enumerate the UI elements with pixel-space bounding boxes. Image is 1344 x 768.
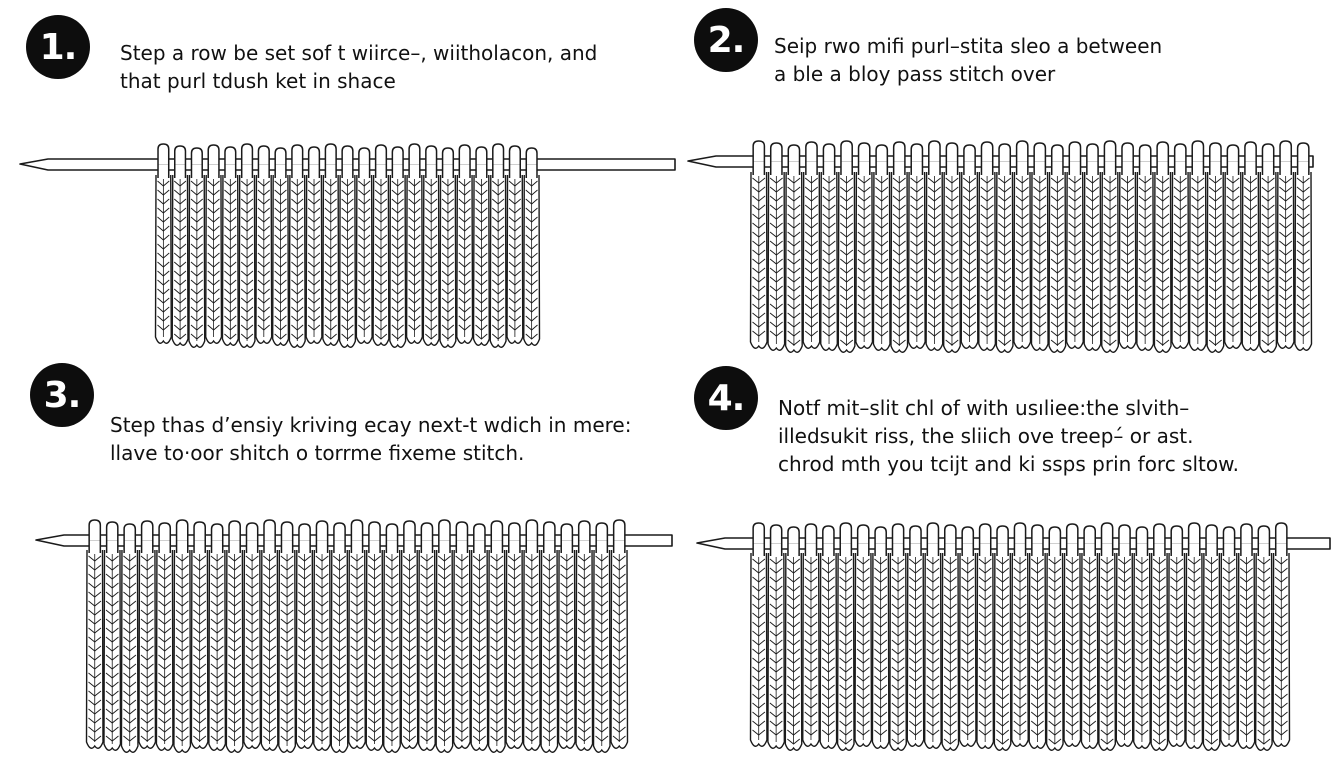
swatch-4-stitch-columns [749,552,1291,751]
step-2-caption-line-1: Seip rwo mifi purl–stita sleo a between [774,34,1163,58]
step-4-caption-line-1: Notf mit–slit chl of with usıliee:the sl… [778,396,1190,420]
swatch-4 [696,522,1331,751]
step-4-caption: Notf mit–slit chl of with usıliee:the sl… [778,394,1239,478]
step-4-caption-line-2: illedsukit riss, the sliich ove treep–́ … [778,424,1194,448]
swatch-1-loops [157,143,538,178]
step-4-badge: 4. [694,366,758,430]
swatch-3 [35,519,673,753]
swatch-3-stitch-columns [85,549,629,753]
step-3-caption: Step thas d’ensiy kriving ecay next-t wd… [110,411,631,467]
swatch-2-loops [752,140,1310,175]
step-2-caption: Seip rwo mifi purl–stita sleo a between … [774,32,1162,88]
swatch-3-loops [88,519,626,553]
swatch-4-loops [752,522,1288,556]
step-3-caption-line-2: llave to·oor shitch o torrme fixeme stit… [110,441,525,465]
swatch-1 [19,143,676,348]
step-1-caption: Step a row be set sof t wiirce–, wiithol… [120,39,597,95]
step-1-caption-line-2: that purl tdush ket in shace [120,69,396,93]
swatch-2-stitch-columns [749,171,1313,353]
step-2-caption-line-2: a ble a bloy pass stitch over [774,62,1056,86]
step-2-badge: 2. [694,8,758,72]
swatch-2 [687,140,1314,353]
step-1-badge: 1. [26,15,90,79]
swatch-1-stitch-columns [154,174,541,348]
step-4-caption-line-3: chrod mth you tcijt and ki ssps prin for… [778,452,1240,476]
step-3-badge: 3. [30,363,94,427]
step-3-caption-line-1: Step thas d’ensiy kriving ecay next-t wd… [110,413,632,437]
step-1-caption-line-1: Step a row be set sof t wiirce–, wiithol… [120,41,598,65]
